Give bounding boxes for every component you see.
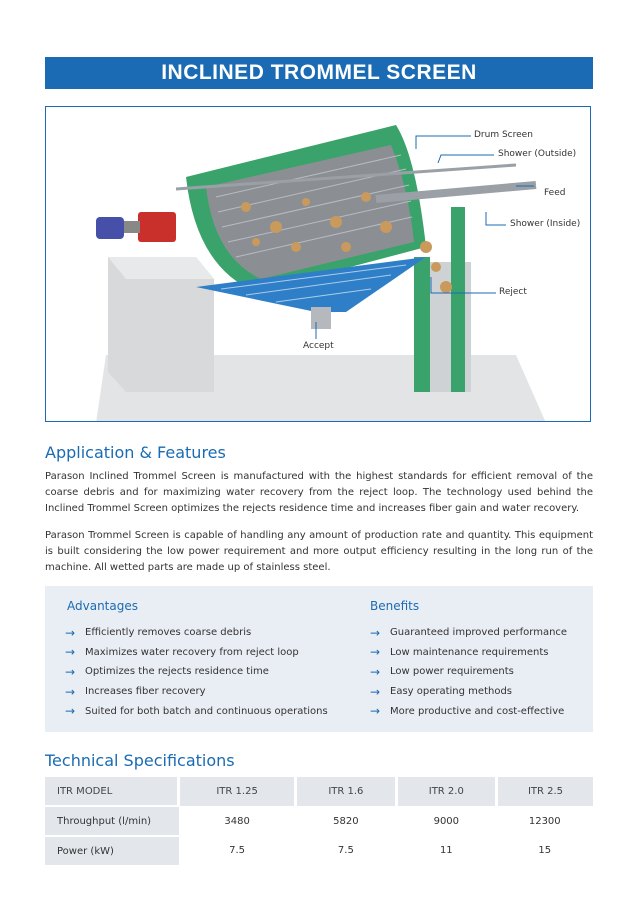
arrow-right-icon: → <box>370 625 381 640</box>
column-header: ITR 1.6 <box>294 777 397 806</box>
list-item: →Maximizes water recovery from reject lo… <box>65 645 299 660</box>
machine-illustration: Drum Screen Shower (Outside) Feed Shower… <box>45 106 591 422</box>
arrow-right-icon: → <box>370 645 381 660</box>
trommel-screen-drawing <box>96 125 546 421</box>
list-item: →Efficiently removes coarse debris <box>65 625 252 640</box>
callout-shower-inside: Shower (Inside) <box>510 219 581 229</box>
row-label: Power (kW) <box>45 835 179 865</box>
arrow-right-icon: → <box>370 664 381 679</box>
feed-pipe <box>375 181 537 203</box>
row-label: Throughput (l/min) <box>45 805 179 836</box>
arrow-right-icon: → <box>370 684 381 699</box>
advantages-benefits-panel: Advantages Benefits →Efficiently removes… <box>45 586 593 732</box>
list-item: →Low maintenance requirements <box>370 645 549 660</box>
benefits-heading: Benefits <box>370 599 420 613</box>
arrow-right-icon: → <box>65 684 76 699</box>
page-title-banner: INCLINED TROMMEL SCREEN <box>45 57 593 89</box>
table-cell: 7.5 <box>295 836 397 865</box>
list-item: →Low power requirements <box>370 664 514 679</box>
table-cell: 7.5 <box>178 836 296 865</box>
list-item: →Suited for both batch and continuous op… <box>65 704 328 719</box>
column-header: ITR 2.0 <box>394 777 497 806</box>
arrow-right-icon: → <box>370 704 381 719</box>
advantages-heading: Advantages <box>67 599 138 613</box>
column-header: ITR 2.5 <box>495 777 593 806</box>
advantages-list: →Efficiently removes coarse debris →Maxi… <box>65 623 355 721</box>
accept-outlet <box>311 307 331 329</box>
arrow-right-icon: → <box>65 704 76 719</box>
column-header: ITR 1.25 <box>176 777 296 806</box>
table-cell: 3480 <box>178 806 296 836</box>
callout-feed: Feed <box>544 188 566 198</box>
list-item: →Increases fiber recovery <box>65 684 206 699</box>
table-cell: 9000 <box>396 806 497 836</box>
list-item: →More productive and cost-effective <box>370 704 565 719</box>
table-cell: 15 <box>496 836 593 865</box>
application-heading: Application & Features <box>45 443 226 462</box>
table-cell: 12300 <box>496 806 593 836</box>
page-title: INCLINED TROMMEL SCREEN <box>161 61 477 84</box>
arrow-right-icon: → <box>65 645 76 660</box>
specs-table: ITR MODEL ITR 1.25 ITR 1.6 ITR 2.0 ITR 2… <box>45 777 593 865</box>
table-row: Power (kW) 7.5 7.5 11 15 <box>45 835 593 865</box>
collection-tray <box>196 257 426 312</box>
callout-reject: Reject <box>499 287 527 297</box>
shower-pipe <box>175 163 517 191</box>
table-row: Throughput (l/min) 3480 5820 9000 12300 <box>45 805 593 836</box>
application-paragraph-2: Parason Trommel Screen is capable of han… <box>45 530 593 573</box>
table-cell: 11 <box>396 836 497 865</box>
callout-accept: Accept <box>303 341 334 351</box>
list-item: →Optimizes the rejects residence time <box>65 664 269 679</box>
left-stand <box>108 257 214 392</box>
arrow-right-icon: → <box>65 664 76 679</box>
benefits-list: →Guaranteed improved performance →Low ma… <box>370 623 585 721</box>
arrow-right-icon: → <box>65 625 76 640</box>
specs-heading: Technical Specifications <box>45 751 235 770</box>
callout-shower-outside: Shower (Outside) <box>498 149 577 159</box>
application-paragraph-1: Parason Inclined Trommel Screen is manuf… <box>45 471 593 514</box>
motor <box>96 217 124 239</box>
list-item: →Easy operating methods <box>370 684 513 699</box>
table-header-row: ITR MODEL ITR 1.25 ITR 1.6 ITR 2.0 ITR 2… <box>45 777 593 806</box>
table-cell: 5820 <box>295 806 397 836</box>
callout-drum-screen: Drum Screen <box>474 130 533 140</box>
column-header: ITR MODEL <box>45 777 179 806</box>
list-item: →Guaranteed improved performance <box>370 625 568 640</box>
